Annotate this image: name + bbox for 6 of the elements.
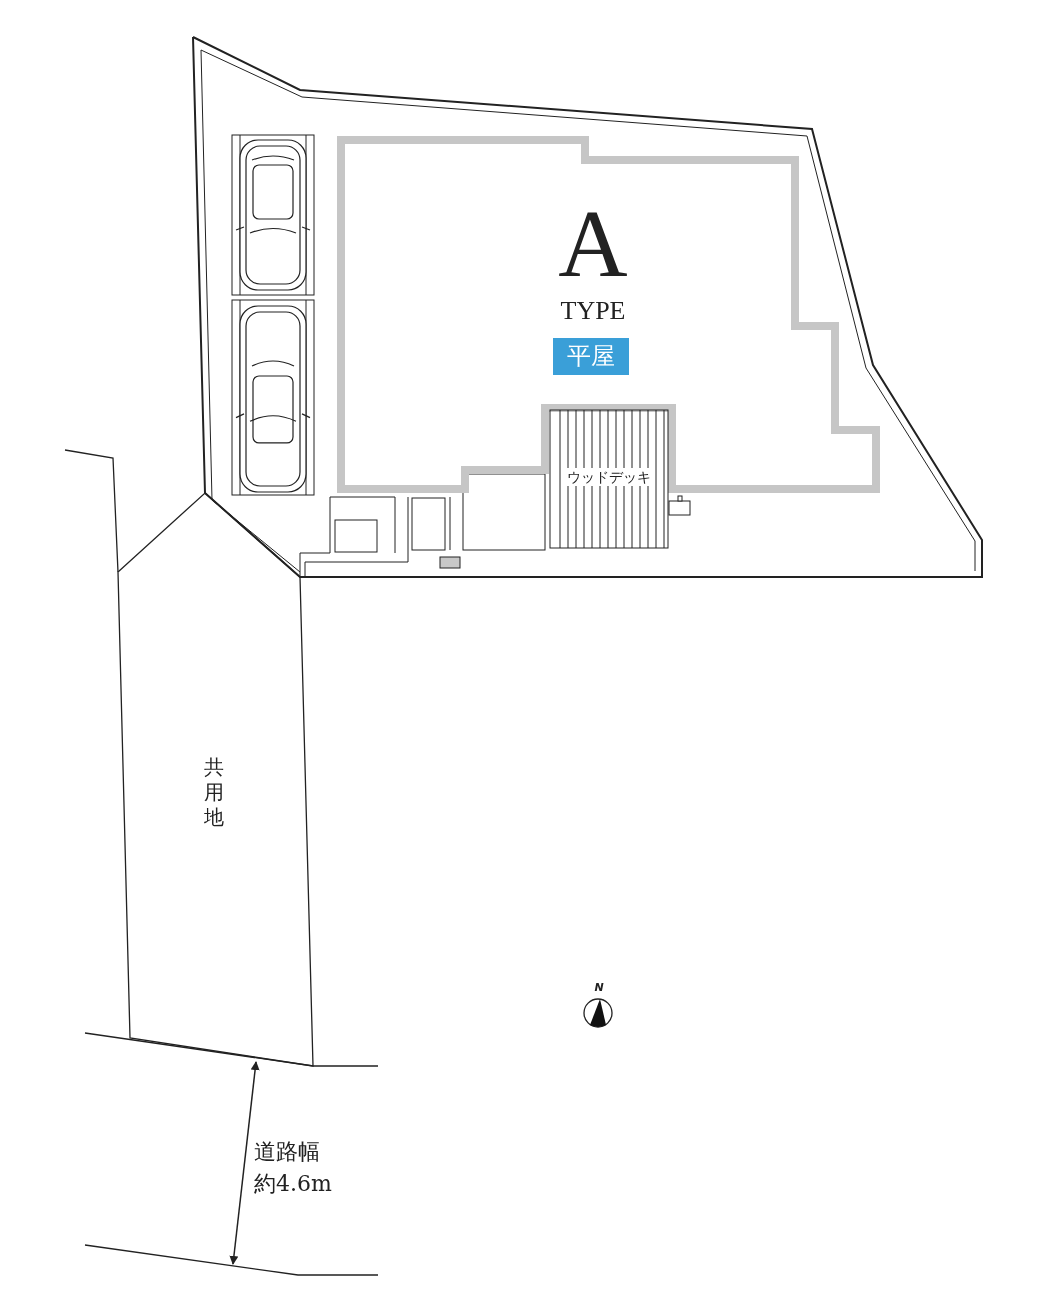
north-label: N xyxy=(593,982,605,994)
area-label: 共用地 xyxy=(203,755,225,830)
type-label: TYPE xyxy=(559,296,627,326)
type-letter: A xyxy=(557,194,629,294)
badge: 平屋 xyxy=(553,338,629,375)
dimension-label: 道路幅約4.6m xyxy=(254,1138,333,1198)
